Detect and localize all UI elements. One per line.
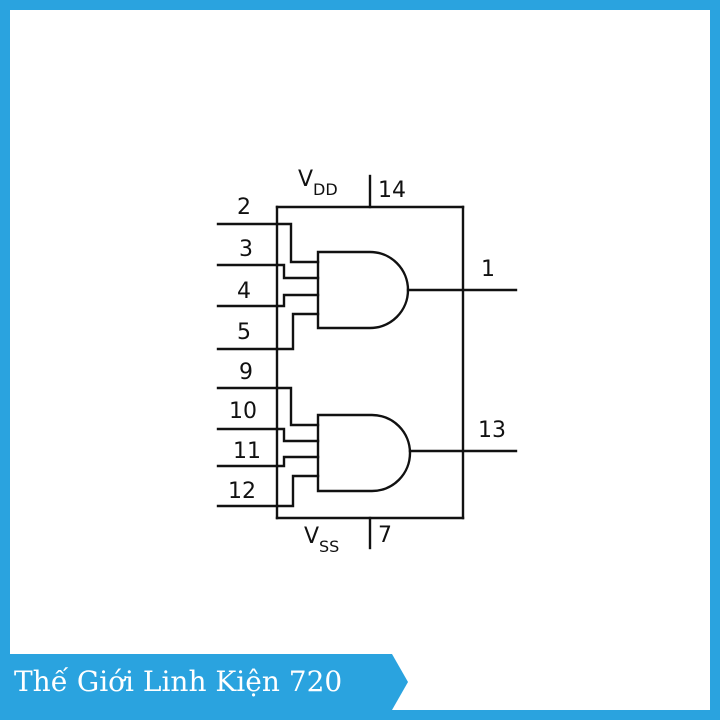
and-gate-1 bbox=[316, 250, 410, 330]
pin-label-12: 12 bbox=[228, 479, 256, 504]
gate-2-input-a-wire bbox=[275, 386, 320, 427]
output-pin-label-1: 1 bbox=[481, 257, 495, 282]
and-gate-2 bbox=[316, 413, 412, 493]
watermark-banner: Thế Giới Linh Kiện 720 bbox=[0, 654, 410, 710]
output-pin-label-13: 13 bbox=[478, 418, 506, 443]
vdd-pin-number: 14 bbox=[378, 178, 406, 203]
vss-pin-number: 7 bbox=[378, 523, 392, 548]
banner-text: Thế Giới Linh Kiện 720 bbox=[14, 665, 343, 698]
pin-label-10: 10 bbox=[229, 399, 257, 424]
vss-label: V bbox=[304, 524, 319, 549]
pin-label-3: 3 bbox=[239, 237, 253, 262]
banner-background bbox=[0, 654, 408, 710]
pin-label-4: 4 bbox=[237, 279, 251, 304]
gate-1-input-c-wire bbox=[275, 293, 320, 308]
gate-2-input-b-wire bbox=[275, 427, 320, 443]
pin-label-2: 2 bbox=[237, 195, 251, 220]
pin-label-9: 9 bbox=[239, 360, 253, 385]
pin-label-11: 11 bbox=[233, 439, 261, 464]
gate-2-input-d-wire bbox=[275, 474, 320, 508]
pin-label-5: 5 bbox=[237, 320, 251, 345]
vss-subscript: SS bbox=[319, 537, 339, 556]
gate-1-input-b-wire bbox=[275, 263, 320, 280]
vdd-subscript: DD bbox=[313, 180, 338, 199]
gate-1-input-d-wire bbox=[275, 312, 320, 351]
gate-2-input-c-wire bbox=[275, 455, 320, 468]
gate-1-input-a-wire bbox=[275, 222, 320, 264]
vdd-label: V bbox=[298, 167, 313, 192]
